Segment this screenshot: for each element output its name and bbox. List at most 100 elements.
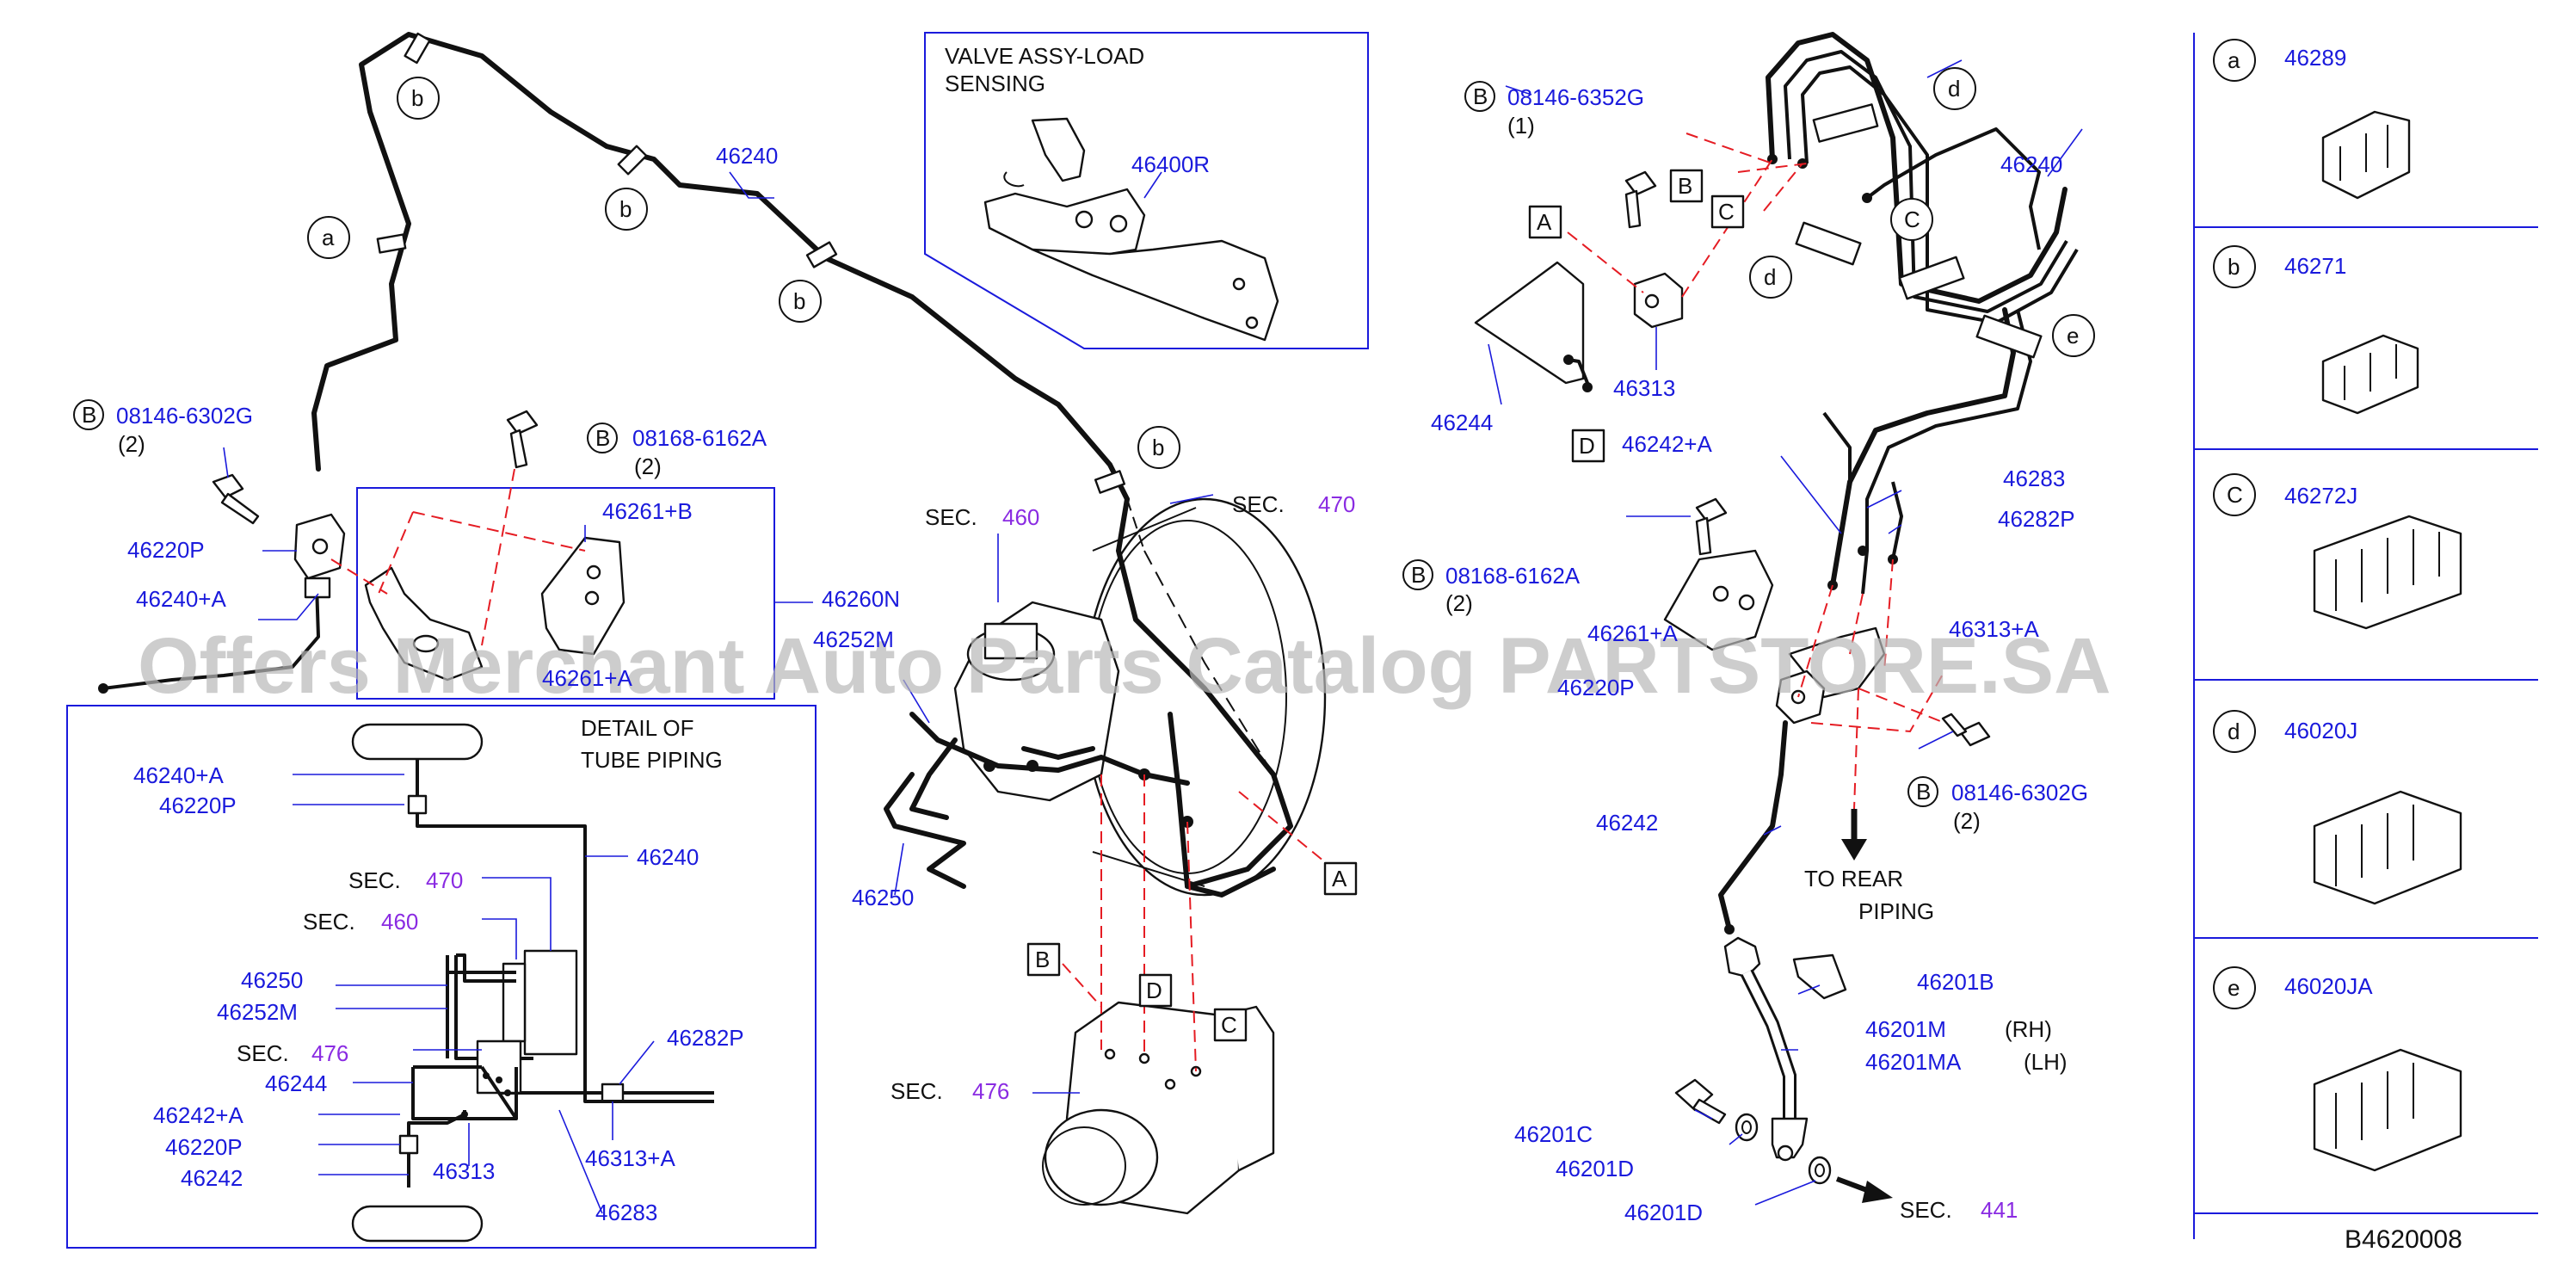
label-46242a: 46242+A [1622,431,1712,457]
detail-title-line1: DETAIL OF [581,715,693,741]
label-46201d-1: 46201D [1556,1156,1634,1181]
detail-label-46240: 46240 [637,844,699,870]
b-circle-letter: B [1916,779,1931,805]
detail-label-46242a: 46242+A [153,1102,243,1128]
marker-C: C [1718,199,1735,225]
label-46020j: 46020J [2284,718,2357,743]
qty-left-6302g: (2) [118,431,145,457]
bolt-46201c-icon [1674,1078,1727,1125]
legend-marker-e: e [2228,975,2240,1001]
connector-46313 [1633,272,1684,329]
to-rear-line2: PIPING [1858,898,1934,924]
detail-label-46244: 46244 [265,1070,327,1096]
detail-label-46282p: 46282P [667,1025,744,1051]
label-46289: 46289 [2284,45,2346,71]
marker-b: b [1152,435,1164,460]
label-46272j: 46272J [2284,483,2357,509]
bracket-red-guides [330,468,586,646]
label-46283: 46283 [2003,466,2065,491]
b-circle-letter: B [1473,83,1488,109]
qty-right-6302g: (2) [1953,808,1981,834]
label-08168-6162a-left: 08168-6162A [632,425,767,451]
marker-D: D [1146,978,1162,1003]
marker-d: d [1948,76,1960,102]
connection-markers: A B D C A B C D [1026,169,1745,1042]
marker-b: b [793,288,805,314]
label-46244: 46244 [1431,410,1493,435]
detail-label-46250: 46250 [241,967,303,993]
label-46201b: 46201B [1917,969,1994,995]
leader-lines [223,59,2083,1214]
detail-title-line2: TUBE PIPING [581,747,723,773]
detail-label-46240a: 46240+A [133,762,224,788]
sec-label: SEC. [348,867,401,893]
label-46201m: 46201M [1865,1016,1946,1042]
rear-junction-assembly [1663,549,1945,810]
tube-piping-detail-frame [66,705,817,1249]
label-46242: 46242 [1596,810,1658,836]
label-46220p-right: 46220P [1557,675,1635,700]
inset-titles: VALVE ASSY-LOAD SENSING DETAIL OF TUBE P… [581,43,2462,1254]
legend-marker-d: d [2228,719,2240,744]
label-46240a: 46240+A [136,586,226,612]
label-46313a-right: 46313+A [1949,616,2039,642]
b-circle-marker [587,423,618,453]
marker-b: b [619,196,632,222]
clip-46020ja-icon [2313,1048,2462,1172]
tube-46242 [1718,720,1788,935]
bracket-46261a [364,566,484,682]
marker-A: A [1332,866,1347,891]
clip-46201b-icon [1792,953,1847,1000]
to-rear-line1: TO REAR [1804,866,1903,891]
watermark-text: Offers Merchant Auto Parts Catalog PARTS… [138,622,2111,710]
label-46261-right: 46261+A [1587,620,1678,646]
b-circle-marker [1402,559,1433,590]
legend-column [2193,33,2538,1239]
b-circle-letter: B [595,425,610,451]
clip-46271-icon [2321,334,2419,415]
sec-470-detail: 470 [426,867,463,893]
valve-assy-frame [924,32,1369,349]
sec-460-detail: 460 [381,909,418,935]
label-lh: (LH) [2024,1049,2068,1075]
legend-marker-c: C [2227,482,2243,508]
bolt-icon [506,410,539,469]
to-rear-arrow-icon [1841,809,1867,861]
qty-right-6162a: (2) [1445,590,1473,616]
clip-46020j-icon [2313,790,2462,905]
b-circle-marker [73,399,104,430]
bracket-46244 [1474,261,1593,392]
legend-marker-a: a [2228,47,2240,73]
diagram-code: B4620008 [2345,1225,2462,1254]
valve-title-line1: VALVE ASSY-LOAD [945,43,1144,69]
label-46220p: 46220P [127,537,205,563]
marker-a: a [322,225,335,250]
detail-label-46252m: 46252M [217,999,298,1025]
bracket-detail-frame [356,487,775,700]
sec-label: SEC. [925,504,977,530]
label-08146-6352g: 08146-6352G [1507,84,1644,110]
qty-left-6162a: (2) [634,453,662,479]
load-sensing-valve-icon [983,117,1279,342]
bolt-icon [1624,170,1657,229]
label-46271: 46271 [2284,253,2346,279]
front-left-brake-tube [98,32,1130,694]
sec-460: 460 [1002,504,1039,530]
sec-label: SEC. [891,1078,943,1104]
marker-c: C [1904,207,1920,232]
detail-label-46242: 46242 [181,1165,243,1191]
b-circle-letter: B [1411,562,1426,588]
bolt-icon [212,473,260,525]
sec-476-detail: 476 [311,1040,348,1066]
label-46400r: 46400R [1131,151,1210,177]
b-circle-marker [1464,81,1495,112]
clip-46289-icon [2321,110,2411,200]
marker-B: B [1678,173,1692,199]
bolt-number-labels: B 08146-6302G (2) B 08168-6162A (2) B 08… [73,81,2088,834]
sec-441: 441 [1981,1197,2018,1223]
detail-label-46313a: 46313+A [585,1145,675,1171]
label-08146-6302g-left: 08146-6302G [116,403,253,429]
rear-tube-bundle [1766,32,2079,595]
label-46282p: 46282P [1998,506,2075,532]
